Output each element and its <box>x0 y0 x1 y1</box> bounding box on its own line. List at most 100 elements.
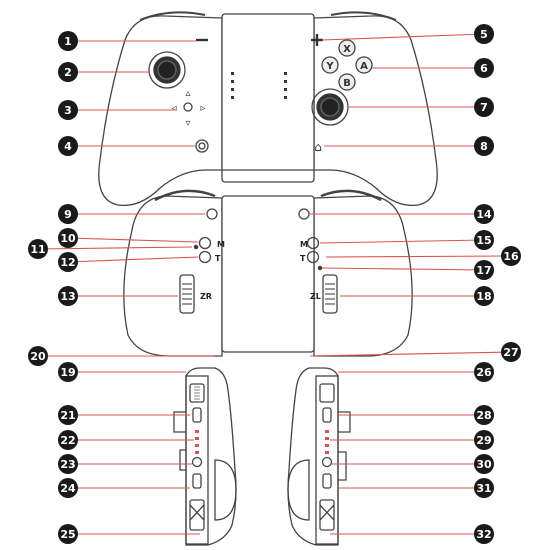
right-side-protrusion-1 <box>338 411 351 433</box>
callout-26: 26 <box>474 362 494 382</box>
callout-32: 32 <box>474 524 494 544</box>
callout-leader-5 <box>321 33 485 41</box>
callout-badge <box>58 454 78 474</box>
callout-5: 5 <box>474 24 494 44</box>
back-left-sync-button <box>206 208 218 220</box>
left-side-top-grip <box>193 386 201 400</box>
callout-badge <box>474 58 494 78</box>
left-side-slot-2 <box>192 473 202 489</box>
top-left-shoulder <box>139 11 206 21</box>
callout-number: 13 <box>60 290 75 303</box>
callout-badge <box>474 362 494 382</box>
back-left-t-label: T <box>215 254 221 263</box>
callout-badge <box>58 100 78 120</box>
back-right-t-label: T <box>300 254 306 263</box>
callout-badge <box>501 246 521 266</box>
callout-16: 16 <box>501 246 521 266</box>
callout-badge <box>474 24 494 44</box>
left-side-protrusion-1 <box>173 411 186 433</box>
top-right-shoulder <box>330 11 397 21</box>
callout-badge <box>28 239 48 259</box>
callout-badge <box>474 230 494 250</box>
callout-1: 1 <box>58 31 78 51</box>
back-right-m-button <box>306 236 320 250</box>
callout-leader-15 <box>319 239 485 244</box>
callout-badge <box>58 286 78 306</box>
callout-badge <box>501 342 521 362</box>
callout-badge <box>474 405 494 425</box>
callout-badge <box>474 478 494 498</box>
zl-label: ZL <box>310 292 321 301</box>
callout-number: 23 <box>60 458 75 471</box>
callout-number: 16 <box>503 250 519 263</box>
callout-18: 18 <box>474 286 494 306</box>
callout-number: 21 <box>60 409 75 422</box>
dpad-up-icon: ▵ <box>185 88 190 99</box>
top-right-led-dots <box>284 72 287 99</box>
callout-badge <box>58 31 78 51</box>
left-side-protrusion-2 <box>179 449 186 471</box>
back-left-shoulder <box>154 189 216 202</box>
callout-badge <box>474 430 494 450</box>
callout-leader-16 <box>325 255 512 258</box>
dpad-down-icon: ▿ <box>185 118 190 129</box>
left-side-led-dots <box>195 430 199 454</box>
left-side-hump <box>214 459 237 521</box>
callout-number: 27 <box>503 346 518 359</box>
zr-label: ZR <box>200 292 212 301</box>
right-side-hump <box>287 459 310 521</box>
back-center-bridge <box>221 195 315 353</box>
callout-19: 19 <box>58 362 78 382</box>
callout-number: 26 <box>476 366 492 379</box>
back-left-body <box>123 195 223 357</box>
callout-badge <box>58 252 78 272</box>
back-right-m-label: M <box>300 240 308 249</box>
callout-8: 8 <box>474 136 494 156</box>
callout-leader-17 <box>321 267 485 271</box>
callout-number: 10 <box>60 232 76 245</box>
top-left-grip-outline <box>98 15 223 207</box>
capture-button <box>195 139 209 153</box>
callout-badge <box>474 524 494 544</box>
callout-badge <box>58 136 78 156</box>
callout-9: 9 <box>58 204 78 224</box>
callout-number: 18 <box>476 290 491 303</box>
callout-27: 27 <box>501 342 521 362</box>
callout-number: 11 <box>30 243 45 256</box>
right-side-rail <box>315 375 339 545</box>
callout-number: 28 <box>476 409 491 422</box>
callout-leader-12 <box>67 256 199 263</box>
face-y-label: Y <box>325 61 334 72</box>
back-view-controller: M T ZR M T ZL <box>123 189 413 357</box>
callout-number: 32 <box>476 528 491 541</box>
callout-3: 3 <box>58 100 78 120</box>
callout-number: 15 <box>476 234 491 247</box>
left-side-slot-1 <box>192 407 202 423</box>
callout-20: 20 <box>28 346 48 366</box>
back-right-body <box>313 195 413 357</box>
back-right-sync-button <box>298 208 310 220</box>
face-x-label: X <box>343 44 351 55</box>
callout-number: 8 <box>480 140 488 153</box>
callout-badge <box>474 97 494 117</box>
callout-badge <box>58 204 78 224</box>
back-left-m-label: M <box>217 240 225 249</box>
back-left-t-button <box>198 250 212 264</box>
callout-number: 22 <box>60 434 75 447</box>
dpad: ▵ ▿ ◃ ▹ <box>171 88 205 129</box>
callout-25: 25 <box>58 524 78 544</box>
callout-number: 4 <box>64 140 72 153</box>
callout-badge <box>58 478 78 498</box>
callout-29: 29 <box>474 430 494 450</box>
right-side-protrusion-2 <box>338 451 347 481</box>
right-side-slot-1 <box>322 407 332 423</box>
callout-24: 24 <box>58 478 78 498</box>
callout-7: 7 <box>474 97 494 117</box>
back-right-t-button <box>306 250 320 264</box>
back-left-led <box>193 244 199 250</box>
callout-number: 19 <box>60 366 75 379</box>
back-right-shoulder <box>320 189 382 202</box>
right-side-slot-2 <box>322 473 332 489</box>
back-right-trigger-zl <box>322 274 338 314</box>
callout-28: 28 <box>474 405 494 425</box>
